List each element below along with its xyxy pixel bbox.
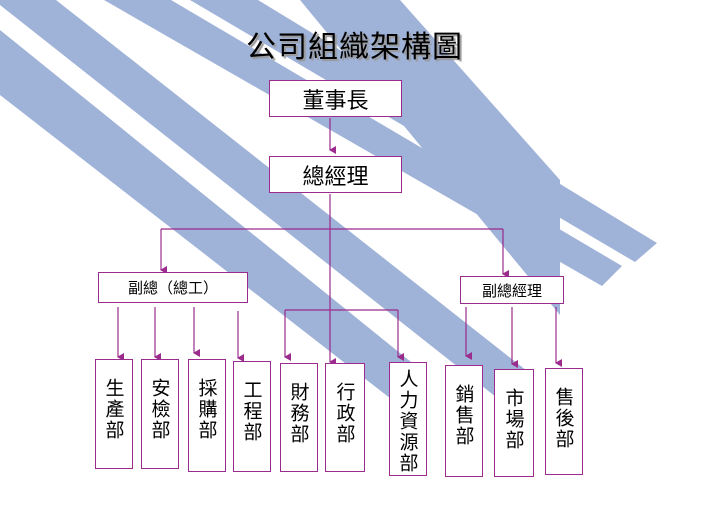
node-chairman: 董事長 — [269, 80, 402, 117]
node-sales: 銷售部 — [445, 365, 483, 477]
node-admin: 行政部 — [325, 363, 365, 472]
node-finance: 財務部 — [280, 363, 318, 472]
node-production: 生產部 — [95, 359, 133, 469]
diagonal-band — [0, 0, 527, 397]
node-market: 市場部 — [494, 369, 534, 477]
node-safety: 安檢部 — [141, 359, 179, 469]
diagonal-band — [0, 30, 421, 402]
node-vp-right: 副總經理 — [460, 276, 564, 304]
page-title: 公司組織架構圖 — [246, 30, 463, 65]
node-purchasing: 採購部 — [188, 359, 226, 472]
node-general-manager: 總經理 — [269, 156, 402, 193]
node-engineering: 工程部 — [233, 361, 271, 472]
diagonal-band — [300, 0, 560, 315]
node-vp-left: 副總（總工） — [98, 272, 248, 303]
node-hr: 人力資源部 — [389, 362, 427, 476]
node-aftersales: 售後部 — [545, 368, 583, 475]
